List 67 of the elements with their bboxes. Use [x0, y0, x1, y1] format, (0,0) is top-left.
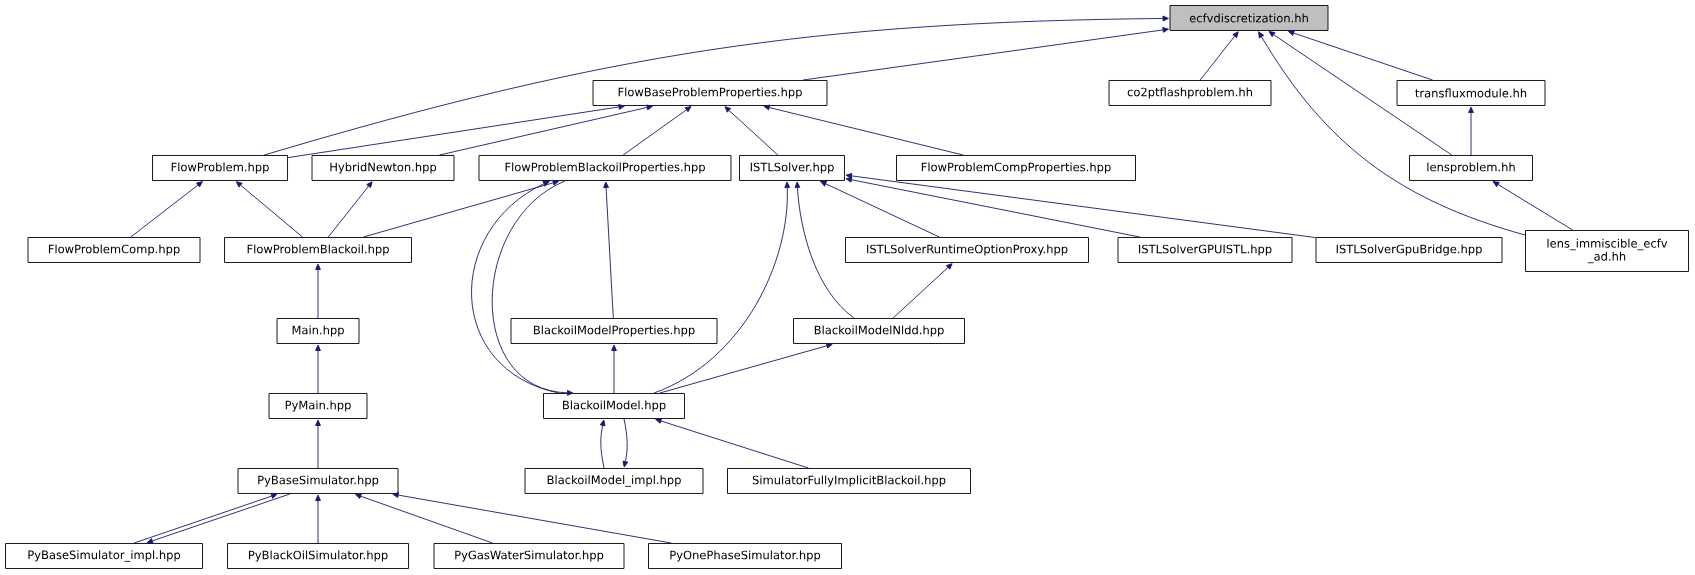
arrow — [133, 493, 278, 544]
arrow — [315, 419, 321, 469]
arrow — [130, 181, 203, 238]
file-box: BlackoilModel.hpp — [543, 393, 685, 419]
arrow — [392, 492, 672, 544]
arrow — [287, 104, 625, 159]
arrow — [622, 106, 692, 156]
arrow — [845, 176, 1141, 238]
file-box: FlowProblemBlackoil.hpp — [224, 237, 412, 263]
arrow — [1258, 31, 1526, 236]
file-box: BlackoilModelProperties.hpp — [510, 318, 718, 344]
file-box: ISTLSolver.hpp — [739, 155, 845, 181]
file-box: ISTLSolverGPUISTL.hpp — [1117, 237, 1293, 263]
arrow — [724, 106, 779, 156]
arrow — [235, 181, 303, 238]
file-box: lensproblem.hh — [1409, 155, 1533, 181]
file-box: Main.hpp — [276, 318, 360, 344]
file-box: co2ptflashproblem.hh — [1108, 80, 1272, 106]
arrow — [659, 342, 833, 394]
file-box: SimulatorFullyImplicitBlackoil.hpp — [727, 468, 971, 494]
arrow — [362, 179, 560, 238]
arrow — [820, 180, 940, 238]
arrow — [355, 493, 494, 544]
file-box: FlowProblemComp.hpp — [27, 237, 201, 263]
arrow — [1492, 181, 1574, 231]
arrow — [603, 181, 614, 319]
arrow — [845, 173, 1316, 239]
arrow — [794, 181, 855, 319]
arrow — [653, 181, 791, 394]
arrow — [439, 104, 653, 156]
file-box: FlowBaseProblemProperties.hpp — [592, 80, 828, 106]
file-box: PyOnePhaseSimulator.hpp — [648, 543, 842, 569]
arrow — [471, 180, 560, 394]
file-box: ISTLSolverGpuBridge.hpp — [1315, 237, 1503, 263]
arrow — [611, 344, 617, 394]
file-box: lens_immiscible_ecfv _ad.hh — [1525, 230, 1689, 272]
arrow — [1268, 31, 1453, 156]
arrow — [1468, 106, 1474, 156]
file-box: BlackoilModel_impl.hpp — [524, 468, 704, 494]
arrow — [315, 494, 321, 544]
arrow — [892, 263, 953, 319]
file-box: ecfvdiscretization.hh — [1169, 5, 1329, 31]
arrow — [327, 181, 373, 238]
arrow — [315, 344, 321, 394]
file-box: FlowProblemBlackoilProperties.hpp — [478, 155, 732, 181]
file-box: BlackoilModelNldd.hpp — [793, 318, 965, 344]
arrow — [146, 493, 291, 544]
file-box: ISTLSolverRuntimeOptionProxy.hpp — [845, 237, 1089, 263]
arrow — [763, 104, 964, 156]
file-box: FlowProblemCompProperties.hpp — [896, 155, 1136, 181]
arrow — [263, 15, 1169, 156]
file-box: PyMain.hpp — [268, 393, 368, 419]
file-box: PyBaseSimulator_impl.hpp — [5, 543, 203, 569]
arrow — [599, 419, 606, 469]
file-box: HybridNewton.hpp — [311, 155, 455, 181]
file-box: PyGasWaterSimulator.hpp — [433, 543, 625, 569]
file-box: FlowProblem.hpp — [152, 155, 288, 181]
file-box: PyBaseSimulator.hpp — [237, 468, 399, 494]
arrow — [491, 180, 574, 396]
arrow — [1199, 31, 1239, 81]
arrow — [802, 27, 1169, 81]
file-box: PyBlackOilSimulator.hpp — [227, 543, 409, 569]
arrow — [655, 418, 809, 469]
arrow — [622, 418, 629, 468]
arrow — [1287, 30, 1434, 81]
file-box: transfluxmodule.hh — [1396, 80, 1546, 106]
arrow — [315, 263, 321, 319]
